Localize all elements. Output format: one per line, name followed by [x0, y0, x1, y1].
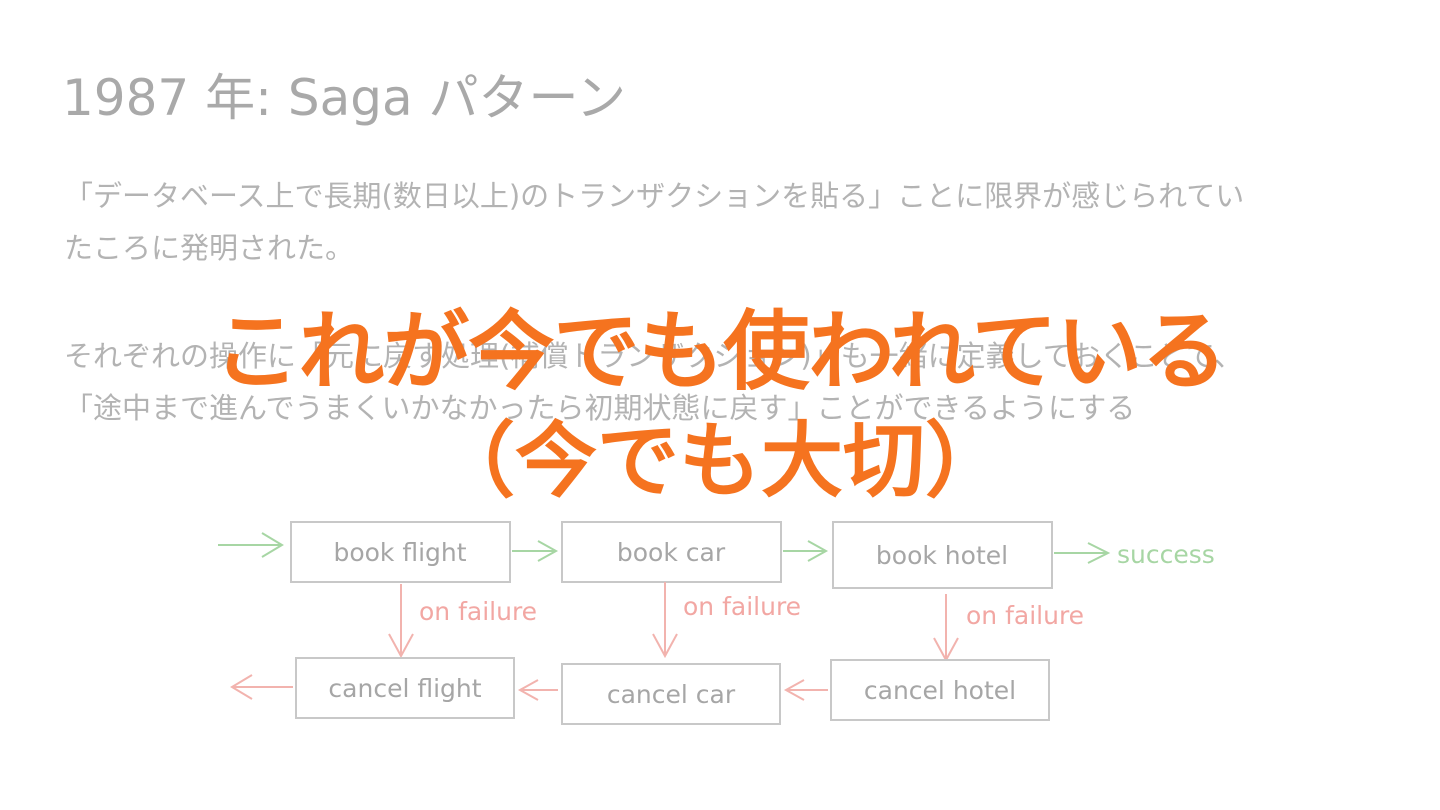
description-paragraph: それぞれの操作に「元に戻す処理(補償トランザクション)」も一緒に定義しておくこと…	[64, 330, 1384, 434]
failure-label: on failure	[683, 592, 801, 621]
compensation-cancel-hotel: cancel hotel	[830, 659, 1050, 721]
compensation-label: cancel flight	[328, 674, 481, 703]
failure-arrow	[933, 594, 959, 663]
step-book-car: book car	[561, 521, 782, 583]
step-label: book hotel	[876, 541, 1008, 570]
overlay-subheadline: （今でも大切）	[432, 414, 1007, 509]
slide-title: 1987 年: Saga パターン	[62, 69, 627, 127]
step-book-flight: book flight	[290, 521, 511, 583]
success-label: success	[1117, 540, 1215, 569]
flow-arrow	[512, 540, 559, 562]
failure-label: on failure	[966, 601, 1084, 630]
flow-arrow	[218, 532, 284, 558]
step-label: book car	[617, 538, 726, 567]
step-label: book flight	[333, 538, 466, 567]
rollback-arrow	[517, 679, 558, 701]
intro-line-2: たころに発明された。	[64, 231, 355, 265]
compensation-label: cancel car	[607, 680, 736, 709]
step-book-hotel: book hotel	[832, 521, 1053, 589]
description-line-2: 「途中まで進んでうまくいかなかったら初期状態に戻す」ことができるようにする	[64, 391, 1136, 425]
flow-arrow	[1054, 542, 1111, 564]
intro-paragraph: 「データベース上で長期(数日以上)のトランザクションを貼る」ことに限界が感じられ…	[64, 170, 1384, 274]
rollback-arrow	[230, 674, 293, 700]
rollback-arrow	[783, 679, 828, 701]
description-line-1: それぞれの操作に「元に戻す処理(補償トランザクション)」も一緒に定義しておくこと…	[64, 339, 1243, 373]
compensation-label: cancel hotel	[864, 676, 1016, 705]
intro-line-1: 「データベース上で長期(数日以上)のトランザクションを貼る」ことに限界が感じられ…	[64, 179, 1245, 213]
flow-arrow	[783, 540, 829, 562]
compensation-cancel-flight: cancel flight	[295, 657, 515, 719]
compensation-cancel-car: cancel car	[561, 663, 781, 725]
failure-arrow	[652, 582, 678, 659]
failure-arrow	[388, 584, 414, 659]
failure-label: on failure	[419, 597, 537, 626]
overlay-headline: これが今でも使われている	[213, 302, 1227, 402]
